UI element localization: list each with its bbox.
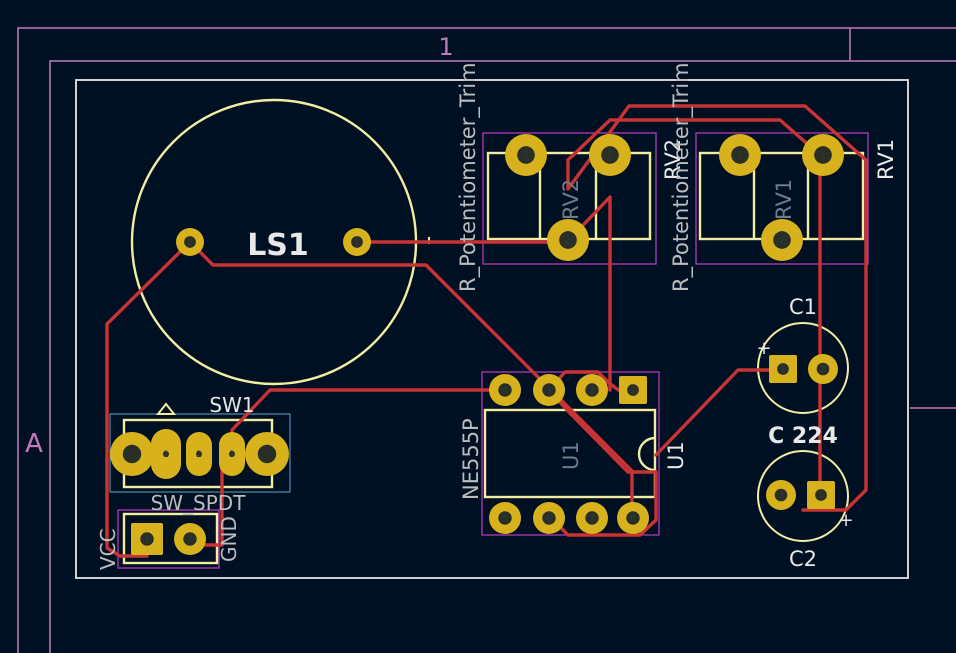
rv2-fab-reference: RV2 [559, 179, 583, 220]
u1-pad-5-number: 5 [502, 514, 508, 524]
sw1-reference: SW1 [209, 393, 254, 417]
power-pad-1[interactable]: 1 [131, 523, 163, 555]
sw1-pad-2[interactable]: 2 [186, 432, 212, 476]
u1-pad-5[interactable]: 5 [489, 502, 521, 534]
c2-pad-1[interactable]: 1 [807, 481, 835, 509]
u1-pad-2-number: 2 [589, 386, 595, 396]
sw1-pad-1[interactable]: 1 [151, 429, 181, 479]
c2-pad-1-number: 1 [818, 491, 824, 501]
u1-pad-6-number: 6 [546, 514, 552, 524]
rv2-pad-3-number: 3 [523, 151, 529, 161]
u1-pad-1[interactable]: 1 [619, 376, 647, 404]
sheet-column-label: 1 [438, 33, 453, 61]
c1-pad-2-number: 2 [820, 365, 826, 375]
rv2-pad-2[interactable]: 2 [547, 219, 589, 261]
sw1-pad-2-number: 2 [196, 450, 202, 460]
u1-pad-7[interactable]: 7 [576, 502, 608, 534]
c2-reference: C2 [789, 547, 817, 571]
power-pad-2-number: 2 [187, 535, 193, 545]
u1-pad-4-number: 4 [502, 386, 508, 396]
sw1-pad-3-number: 3 [229, 450, 235, 460]
c1-reference: C1 [789, 295, 817, 319]
rv2-pad-3[interactable]: 3 [505, 134, 547, 176]
u1-pad-8[interactable]: 8 [617, 502, 649, 534]
power-pad-2[interactable]: 2 [174, 523, 206, 555]
sheet-frame [17, 27, 956, 653]
sw1-mount-left[interactable] [110, 432, 154, 476]
sw1-courtyard [109, 413, 291, 493]
c1-plus-marker: + [756, 338, 771, 359]
copper-tracks [105, 104, 868, 558]
u1-value: NE555P [459, 418, 483, 500]
board-edge [75, 79, 909, 579]
sw1-pad-1-number: 1 [163, 450, 169, 460]
c2-plus-marker: + [838, 510, 853, 531]
c2-pad-2[interactable]: 2 [766, 480, 796, 510]
rv1-pad-1-number: 1 [820, 151, 826, 161]
c1-pad-2[interactable]: 2 [808, 354, 838, 384]
sw1-mount-right[interactable] [245, 432, 289, 476]
u1-notch [637, 436, 656, 472]
u1-pad-8-number: 8 [630, 514, 636, 524]
u1-pad-7-number: 7 [589, 514, 595, 524]
rv1-value: R_Potentiometer_Trim [669, 62, 694, 292]
c1-pad-1[interactable]: 1 [769, 355, 797, 383]
c224-label: C 224 [768, 424, 838, 449]
power-connector-courtyard [117, 509, 220, 569]
ls1-pad-2-number: 2 [187, 238, 193, 248]
vcc-label: VCC [96, 528, 120, 570]
pads: 2 1 3 1 2 3 1 2 1 2 2 1 4 3 2 1 5 6 7 8 1 2 3 1 2 [110, 134, 844, 555]
power-pad-1-number: 1 [144, 535, 150, 545]
c2-outline [757, 450, 849, 542]
ls1-reference: LS1 [247, 228, 309, 263]
rv1-pad-3-number: 3 [737, 151, 743, 161]
u1-pad-1-number: 1 [630, 386, 636, 396]
rv2-reference: RV2 [661, 139, 685, 180]
rv2-value: R_Potentiometer_Trim [456, 62, 481, 292]
rv1-pad-3[interactable]: 3 [719, 134, 761, 176]
u1-pad-3[interactable]: 3 [533, 374, 565, 406]
rv1-pad-2[interactable]: 2 [761, 219, 803, 261]
rv1-pad-2-number: 2 [779, 236, 785, 246]
rv1-pad-1[interactable]: 1 [802, 134, 844, 176]
rv2-pad-2-number: 2 [565, 236, 571, 246]
u1-pad-2[interactable]: 2 [576, 374, 608, 406]
ls1-pad-2[interactable]: 2 [176, 228, 204, 256]
c1-pad-1-number: 1 [780, 365, 786, 375]
power-connector-outline [122, 512, 219, 565]
rv1-courtyard [695, 132, 869, 265]
u1-pad-3-number: 3 [546, 386, 552, 396]
u1-fab-reference: U1 [559, 441, 583, 470]
rv2-courtyard [482, 132, 657, 265]
u1-reference: U1 [664, 441, 688, 470]
gnd-label: GND [217, 516, 241, 562]
u1-pad-6[interactable]: 6 [533, 502, 565, 534]
ls1-pad-1-number: 1 [354, 238, 360, 248]
sw1-pad-3[interactable]: 3 [219, 432, 245, 476]
u1-pad-4[interactable]: 4 [489, 374, 521, 406]
rv1-fab-reference: RV1 [772, 179, 796, 220]
sw1-value: SW_SPDT [151, 491, 247, 515]
ls1-pad-1[interactable]: 1 [343, 228, 371, 256]
rv2-pad-1-number: 1 [607, 151, 613, 161]
sheet-row-label: A [25, 429, 43, 459]
rv2-pad-1[interactable]: 1 [589, 134, 631, 176]
c2-pad-2-number: 2 [778, 491, 784, 501]
c1-outline [757, 322, 849, 414]
sw1-pin1-marker [155, 402, 177, 415]
rv1-reference: RV1 [874, 139, 898, 180]
